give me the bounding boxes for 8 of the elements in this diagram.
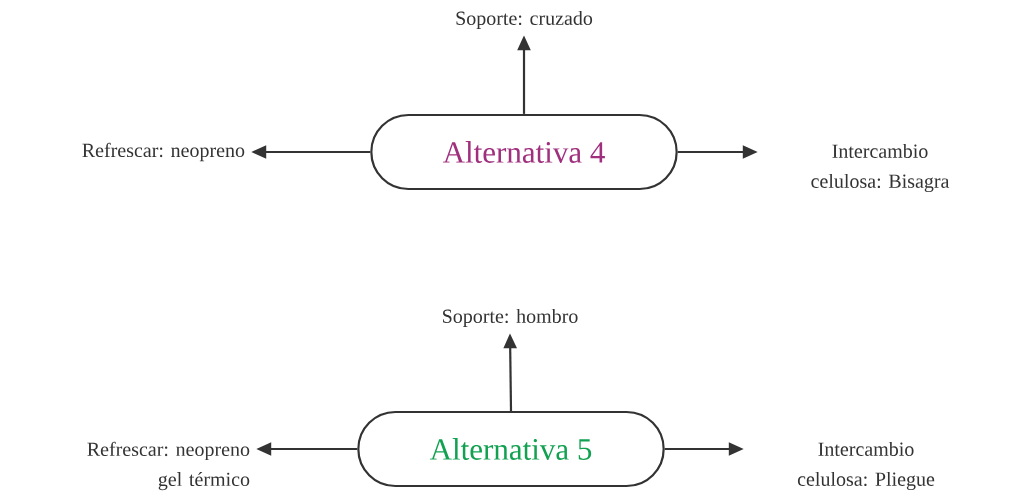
label-text: Soporte: cruzado — [456, 10, 593, 30]
label-text: Intercambio celulosa: Bisagra — [811, 143, 950, 193]
label-text: Intercambio celulosa: Pliegue — [797, 441, 935, 491]
label-text: Refrescar: neopreno — [82, 142, 245, 162]
rounded-box: Alternativa 4 — [370, 113, 678, 191]
label-text: Soporte: hombro — [443, 308, 578, 328]
label-text: Refrescar: neopreno gel térmico — [87, 441, 250, 491]
rounded-box: Alternativa 5 — [357, 410, 665, 488]
